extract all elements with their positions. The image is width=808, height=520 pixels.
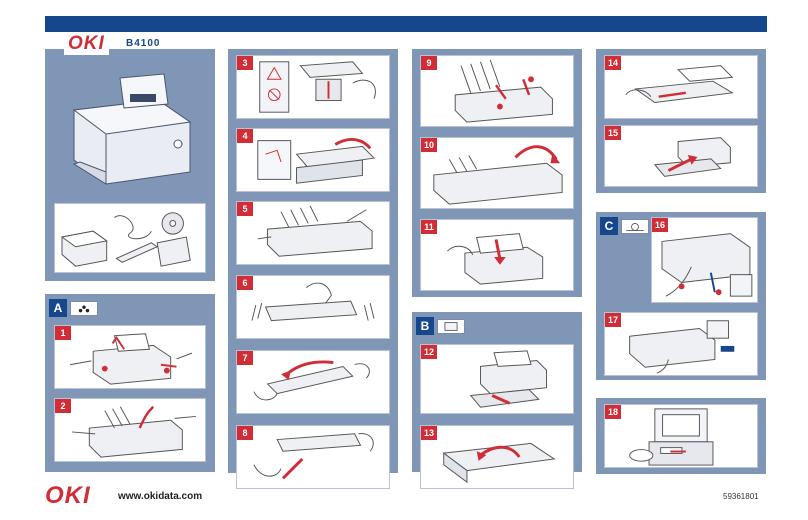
brand-logo-bottom: OKI [45,482,91,509]
step-16-card: 16 [651,217,758,303]
step-17-card: 17 [604,312,758,376]
step-11-number: 11 [421,220,437,234]
website-url: www.okidata.com [118,491,203,502]
brand-logo-top: OKI [64,33,109,55]
printer-illustration [54,60,206,196]
cable-icon [621,219,649,234]
step-16-number: 16 [652,218,668,232]
step-14-card: 14 [604,55,758,119]
section-b-label: B [416,317,434,335]
step-3-card: 3 [236,55,390,119]
supplies-illustration [54,203,206,273]
step-13-card: 13 [420,425,574,489]
step-9-number: 9 [421,56,437,70]
step-5-number: 5 [237,202,253,216]
step-6-card: 6 [236,275,390,339]
toner-icon [70,301,98,316]
header-bar [45,16,767,32]
section-a-label: A [49,299,67,317]
step-1-card: 1 [54,325,206,389]
step-13-number: 13 [421,426,437,440]
step-7-card: 7 [236,350,390,414]
step-14-number: 14 [605,56,621,70]
step-15-number: 15 [605,126,621,140]
step-12-number: 12 [421,345,437,359]
model-name: B4100 [122,38,165,49]
step-8-card: 8 [236,425,390,489]
step-12-card: 12 [420,344,574,414]
step-18-number: 18 [605,405,621,419]
step-3-number: 3 [237,56,253,70]
step-11-card: 11 [420,219,574,291]
step-4-number: 4 [237,129,253,143]
step-17-number: 17 [605,313,621,327]
step-1-number: 1 [55,326,71,340]
part-number: 59361801 [723,492,759,501]
step-15-card: 15 [604,125,758,187]
step-10-card: 10 [420,137,574,209]
step-5-card: 5 [236,201,390,265]
step-6-number: 6 [237,276,253,290]
step-2-card: 2 [54,398,206,462]
step-2-number: 2 [55,399,71,413]
step-4-card: 4 [236,128,390,192]
step-18-card: 18 [604,404,758,468]
step-8-number: 8 [237,426,253,440]
step-10-number: 10 [421,138,437,152]
step-7-number: 7 [237,351,253,365]
step-9-card: 9 [420,55,574,127]
paper-icon [437,319,465,334]
section-c-label: C [600,217,618,235]
